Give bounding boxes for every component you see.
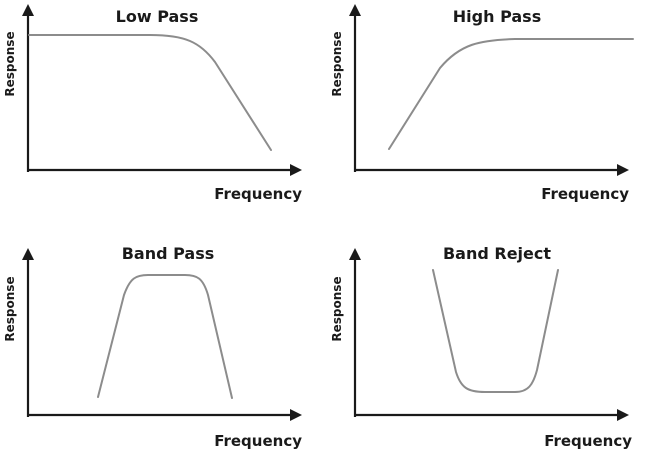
x-axis-label: Frequency [541,185,629,203]
panel-title: Band Pass [122,244,215,263]
x-axis-arrow-icon [617,409,629,421]
y-axis-label: Response [330,276,344,341]
panel-high-pass: High Pass Response Frequency [330,4,634,203]
x-axis-label: Frequency [544,432,632,449]
panel-title: High Pass [453,7,541,26]
panel-low-pass: Low Pass Response Frequency [3,4,302,203]
x-axis-arrow-icon [290,164,302,176]
response-curve [432,269,559,393]
x-axis-label: Frequency [214,185,302,203]
y-axis-arrow-icon [349,248,361,260]
response-curve [388,38,634,150]
y-axis-arrow-icon [22,248,34,260]
panel-title: Low Pass [116,7,199,26]
y-axis-label: Response [330,31,344,96]
x-axis-label: Frequency [214,432,302,449]
y-axis-label: Response [3,31,17,96]
panel-band-reject: Band Reject Response Frequency [330,244,632,449]
y-axis-label: Response [3,276,17,341]
panel-title: Band Reject [443,244,551,263]
panel-band-pass: Band Pass Response Frequency [3,244,302,449]
x-axis-arrow-icon [617,164,629,176]
x-axis-arrow-icon [290,409,302,421]
response-curve [28,34,272,151]
y-axis-arrow-icon [22,4,34,16]
response-curve [97,274,233,399]
y-axis-arrow-icon [349,4,361,16]
